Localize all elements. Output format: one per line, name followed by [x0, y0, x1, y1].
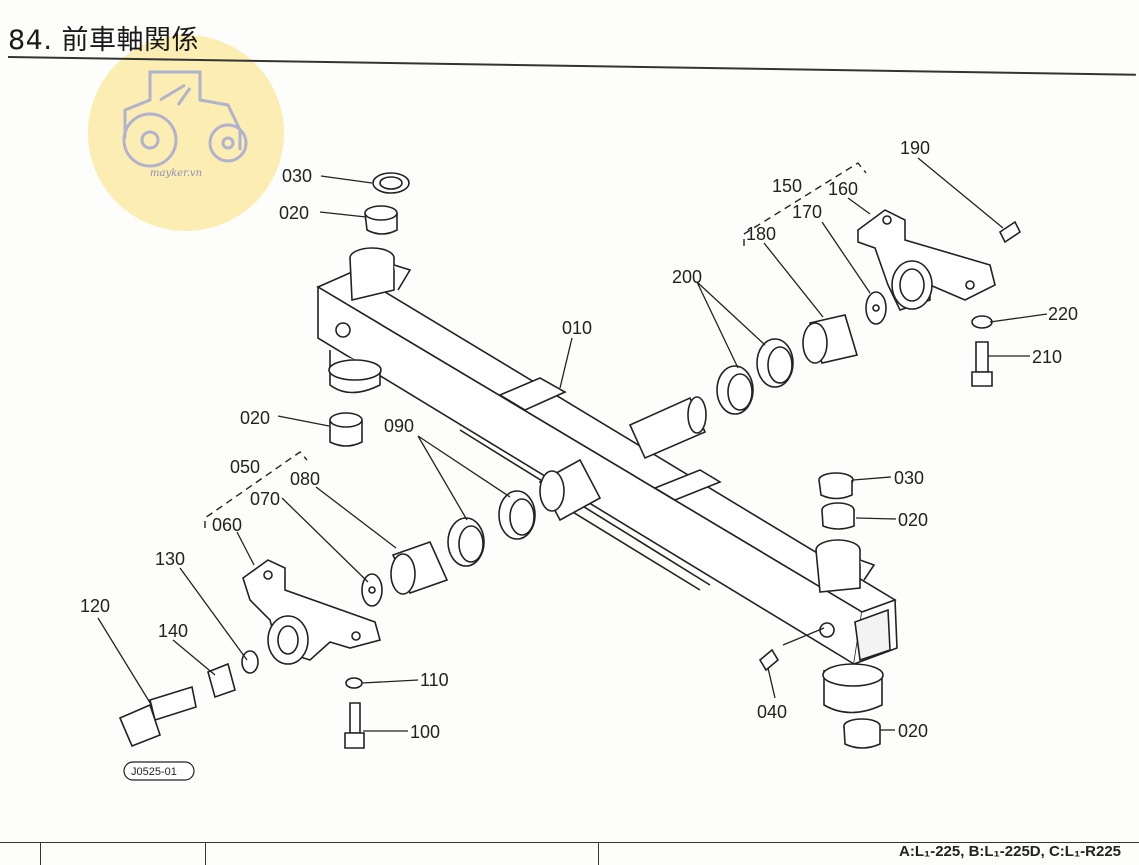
left-bushings	[361, 490, 536, 607]
label-040: 040	[757, 702, 787, 722]
label-030-right: 030	[894, 468, 924, 488]
footer-rule	[0, 842, 1139, 843]
label-130: 130	[155, 549, 185, 569]
small-parts	[118, 172, 1022, 749]
watermark-text: mayker.vn	[150, 168, 203, 179]
drawing-code-badge: J0525-01	[123, 761, 195, 781]
label-210: 210	[1032, 347, 1062, 367]
footer-divider	[205, 842, 206, 865]
page-title: 84. 前車軸関係	[8, 25, 200, 56]
footer-divider	[598, 842, 599, 865]
pivot-shaft	[538, 396, 707, 522]
right-kingpin-boss	[815, 539, 884, 714]
label-100: 100	[410, 722, 440, 742]
label-110: 110	[420, 670, 449, 690]
part-labels: 030 020 020 090 050 080 070 060 130 140 …	[80, 138, 1078, 742]
right-bracket-160	[857, 209, 996, 311]
label-020-top: 020	[279, 203, 309, 223]
label-120: 120	[80, 596, 110, 616]
left-bracket-060	[242, 559, 381, 665]
label-050: 050	[230, 457, 260, 477]
model-applicability: A:L₁-225, B:L₁-225D, C:L₁-R225	[899, 843, 1121, 860]
label-150: 150	[772, 176, 802, 196]
label-140: 140	[158, 621, 188, 641]
right-bushings	[716, 291, 887, 415]
left-kingpin-boss	[328, 247, 412, 394]
label-020-right: 020	[898, 510, 928, 530]
label-010: 010	[562, 318, 592, 338]
footer-divider	[40, 842, 41, 865]
label-190: 190	[900, 138, 930, 158]
leader-lines	[97, 157, 1048, 732]
label-090: 090	[384, 416, 414, 436]
label-180: 180	[746, 224, 776, 244]
label-170: 170	[792, 202, 822, 222]
label-060: 060	[212, 515, 242, 535]
label-080: 080	[290, 469, 320, 489]
label-220: 220	[1048, 304, 1078, 324]
label-020-bottom: 020	[898, 721, 928, 741]
label-030-top: 030	[282, 166, 312, 186]
label-200: 200	[672, 267, 702, 287]
tractor-watermark-icon	[122, 70, 248, 168]
label-160: 160	[828, 179, 858, 199]
group-brackets	[204, 162, 867, 528]
label-020-left: 020	[240, 408, 270, 428]
watermark-logo	[88, 35, 284, 231]
drawing-code: J0525-01	[131, 766, 177, 778]
label-070: 070	[250, 489, 280, 509]
